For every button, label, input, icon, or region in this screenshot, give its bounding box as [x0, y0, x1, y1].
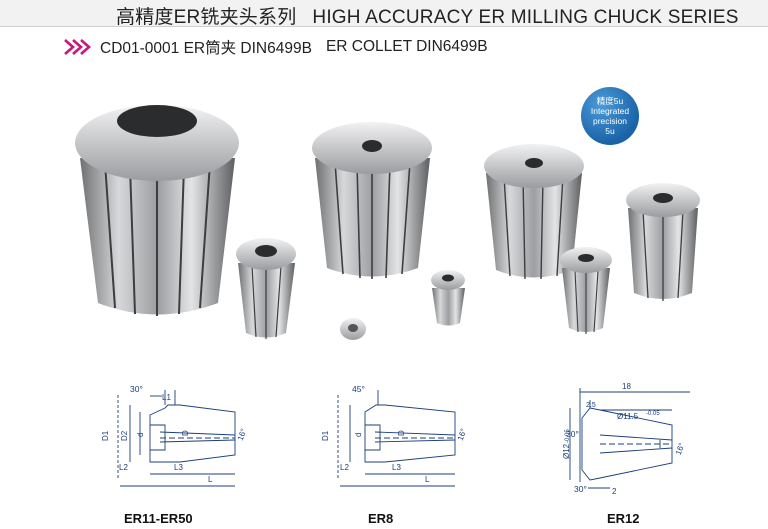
drawing-er11-er50 — [117, 390, 236, 487]
drawing-2-l2: L2 — [340, 463, 349, 472]
drawing-3-dia-tol: -0.05 — [565, 429, 571, 443]
drawing-2-L: L — [425, 475, 430, 484]
drawing-3-length: 18 — [622, 382, 631, 391]
drawing-3-dia: Ø12 — [562, 443, 571, 459]
drawing-1-D: D — [181, 430, 190, 436]
collet-small-center — [431, 270, 465, 326]
drawing-1-angle: 30° — [130, 384, 143, 394]
collet-small-right — [560, 247, 612, 334]
product-code: CD01-0001 ER筒夹 DIN6499B — [100, 40, 312, 57]
drawing-1-angle2: 16° — [236, 427, 249, 441]
collet-medium — [312, 122, 432, 279]
badge-line-1: 精度5u — [596, 96, 624, 106]
drawing-2-angle: 45° — [352, 384, 365, 394]
drawing-2-l3: L3 — [392, 463, 401, 472]
caption-er8: ER8 — [368, 511, 394, 526]
drawing-er12 — [569, 388, 690, 489]
product-subtitle: CD01-0001 ER筒夹 DIN6499B ER COLLET DIN649… — [62, 36, 488, 58]
collet-right — [484, 144, 584, 280]
collets-photo — [75, 105, 700, 340]
drawing-3-tol: -0.05 — [646, 411, 660, 417]
drawing-er8 — [337, 390, 456, 487]
drawing-2-d: d — [354, 433, 363, 437]
drawing-3-dim: Ø11.5 — [617, 412, 639, 421]
drawing-1-l2: L2 — [119, 463, 128, 472]
drawing-3-angle3: 30° — [574, 484, 587, 494]
drawing-2-d1: D1 — [321, 430, 330, 441]
collet-tiny — [340, 318, 366, 340]
badge-line-4: 5u — [605, 126, 615, 136]
drawing-2-angle2: 16° — [456, 427, 469, 441]
technical-drawings: 30° L1 D1 D2 d D 16° L2 L3 L 45° — [101, 382, 690, 496]
title-english: HIGH ACCURACY ER MILLING CHUCK SERIES — [312, 7, 739, 28]
product-name-english: ER COLLET DIN6499B — [325, 38, 488, 55]
drawing-1-l1: L1 — [162, 393, 171, 402]
caption-er12: ER12 — [607, 511, 640, 526]
drawing-3-bottom: 2 — [612, 487, 617, 496]
drawing-1-L: L — [208, 475, 213, 484]
header-bar: 高精度ER铣夹头系列 HIGH ACCURACY ER MILLING CHUCK… — [0, 0, 768, 29]
badge-line-3: precision — [592, 116, 628, 126]
drawing-1-d1: D1 — [101, 430, 110, 441]
drawing-1-d2: D2 — [120, 430, 129, 441]
collet-large — [75, 105, 239, 316]
collet-far-right — [626, 183, 700, 301]
drawing-3-angle2: 16° — [674, 442, 687, 456]
drawing-1-d: d — [136, 433, 145, 437]
caption-er11-er50: ER11-ER50 — [124, 511, 193, 526]
double-chevron-icon — [64, 39, 91, 55]
collet-small-left — [236, 238, 296, 339]
precision-badge: 精度5u Integrated precision 5u — [581, 87, 639, 145]
page-title: 高精度ER铣夹头系列 HIGH ACCURACY ER MILLING CHUCK… — [116, 2, 739, 29]
drawing-2-D: D — [397, 430, 406, 436]
badge-line-2: Integrated — [590, 106, 630, 116]
drawing-3-angle: 30° — [566, 429, 579, 439]
title-chinese: 高精度ER铣夹头系列 — [116, 7, 297, 28]
drawing-3-h: 2.5 — [586, 402, 596, 409]
drawing-1-l3: L3 — [174, 463, 183, 472]
